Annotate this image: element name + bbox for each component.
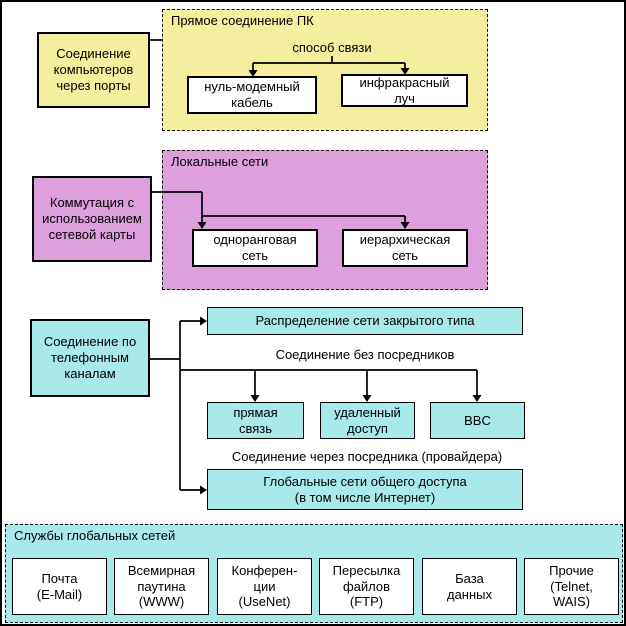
service-box-www: Всемирная паутина (WWW) bbox=[114, 558, 209, 615]
local-networks-group: Локальные сети bbox=[162, 150, 488, 290]
remote-access-box: удаленный доступ bbox=[320, 402, 415, 439]
bbc-box: BBC bbox=[430, 402, 525, 439]
null-modem-cable-box: нуль-модемный кабель bbox=[187, 76, 317, 114]
direct-pc-connection-title: Прямое соединение ПК bbox=[171, 13, 314, 28]
global-services-title: Службы глобальных сетей bbox=[14, 528, 176, 543]
service-box-database: База данных bbox=[422, 558, 517, 615]
direct-link-box: прямая связь bbox=[207, 402, 304, 439]
global-services-group: Службы глобальных сетей bbox=[5, 524, 623, 623]
service-box-other: Прочие (Telnet, WAIS) bbox=[524, 558, 619, 615]
local-networks-title: Локальные сети bbox=[171, 154, 269, 169]
connection-method-label: способ связи bbox=[292, 40, 372, 55]
telephone-channels-box: Соединение по телефонным каналам bbox=[30, 319, 150, 397]
service-box-usenet: Конферен- ции (UseNet) bbox=[217, 558, 312, 615]
service-box-ftp: Пересылка файлов (FTP) bbox=[319, 558, 414, 615]
hierarchical-network-box: иерархическая сеть bbox=[342, 229, 468, 267]
network-card-box: Коммутация с использованием сетевой карт… bbox=[32, 176, 152, 262]
ports-connection-box: Соединение компьютеров через порты bbox=[37, 32, 150, 108]
infrared-ray-box: инфракрасный луч bbox=[341, 74, 468, 107]
service-box-email: Почта (E-Mail) bbox=[12, 558, 107, 615]
peer-to-peer-network-box: одноранговая сеть bbox=[192, 229, 318, 267]
global-public-networks-box: Глобальные сети общего доступа (в том чи… bbox=[207, 469, 523, 510]
closed-network-box: Распределение сети закрытого типа bbox=[207, 307, 523, 335]
provider-intermediary-label: Соединение через посредника (провайдера) bbox=[231, 449, 503, 464]
no-intermediary-label: Соединение без посредников bbox=[275, 347, 455, 362]
